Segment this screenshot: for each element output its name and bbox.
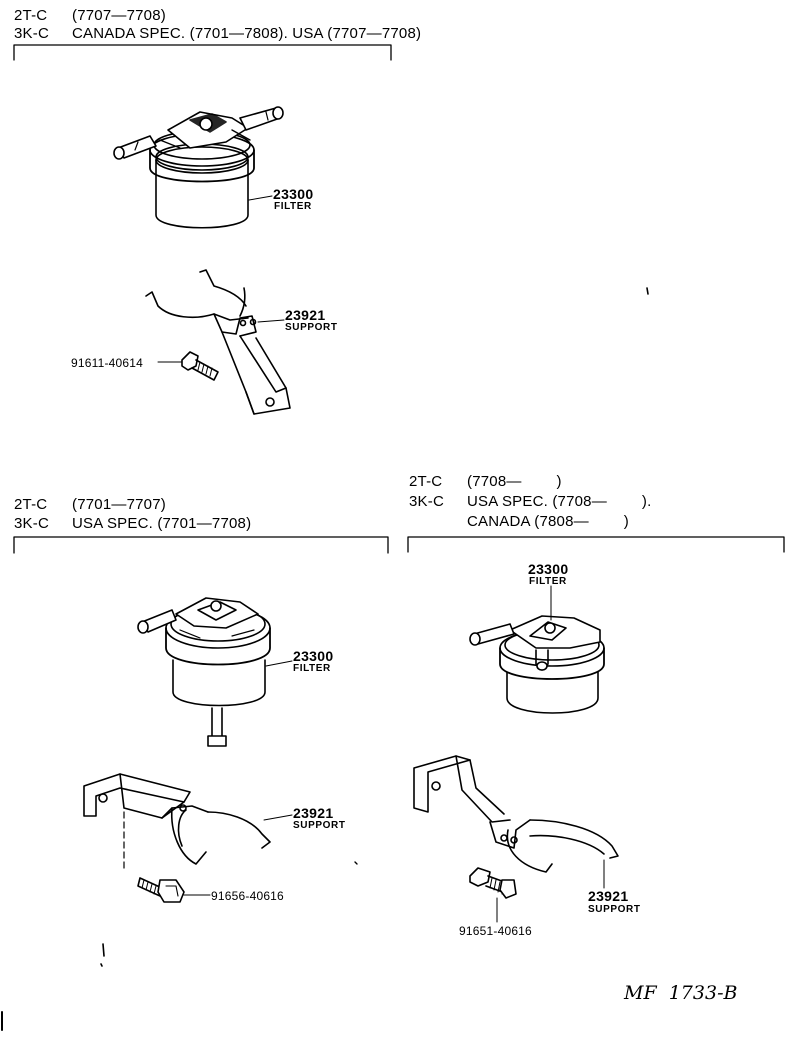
- br-spec-2: USA SPEC. (7708— ).: [467, 493, 652, 510]
- br-filter-label: FILTER: [529, 576, 567, 587]
- br-model-2: 3K-C: [409, 493, 444, 510]
- fuel-filter-bottom-left: [137, 597, 271, 747]
- scan-mark: [646, 287, 649, 295]
- tl-filter-leader: [248, 195, 273, 201]
- tl-support-label: SUPPORT: [285, 322, 338, 333]
- fuel-filter-top-left: [113, 106, 284, 229]
- bl-support-leader: [263, 814, 293, 821]
- tl-model-1: 2T-C: [14, 7, 48, 24]
- section-bracket-bottom-left: [13, 536, 389, 554]
- support-bracket-top-left: [145, 269, 291, 415]
- tl-bolt-number: 91611-40614: [71, 356, 144, 370]
- tl-spec-2: CANADA SPEC. (7701—7808). USA (7707—7708…: [72, 25, 422, 42]
- br-model-1: 2T-C: [409, 473, 443, 490]
- br-support-number: 23921: [588, 888, 629, 904]
- br-bolt-number: 91651-40616: [459, 924, 532, 938]
- br-support-label: SUPPORT: [588, 904, 641, 915]
- tl-support-number: 23921: [285, 307, 326, 323]
- tl-spec-1: (7707—7708): [72, 7, 166, 24]
- scan-mark: [100, 943, 105, 967]
- bl-support-label: SUPPORT: [293, 820, 346, 831]
- tl-filter-number: 23300: [273, 186, 314, 202]
- support-bracket-bottom-left: [83, 773, 271, 865]
- bl-filter-leader: [265, 660, 293, 667]
- bl-support-number: 23921: [293, 805, 334, 821]
- br-filter-number: 23300: [528, 561, 569, 577]
- figure-id: MF 1733-B: [624, 982, 738, 1004]
- bolt-top-left: [181, 351, 219, 381]
- tl-filter-label: FILTER: [274, 201, 312, 212]
- support-bracket-bottom-right: [413, 755, 619, 873]
- bl-filter-label: FILTER: [293, 663, 331, 674]
- br-spec-1: (7708— ): [467, 473, 562, 490]
- bl-bolt-number: 91656-40616: [211, 889, 284, 903]
- section-bracket-top-left: [13, 44, 392, 61]
- bl-spec-1: (7701—7707): [72, 496, 166, 513]
- scan-mark: [354, 861, 358, 865]
- bl-model-1: 2T-C: [14, 496, 48, 513]
- section-bracket-bottom-right: [407, 536, 785, 553]
- bolt-bottom-left: [137, 877, 185, 903]
- bl-spec-2: USA SPEC. (7701—7708): [72, 515, 252, 532]
- bolt-bottom-right: [469, 867, 517, 899]
- tl-model-2: 3K-C: [14, 25, 49, 42]
- br-spec-3: CANADA (7808— ): [467, 513, 629, 530]
- fuel-filter-bottom-right: [469, 615, 605, 714]
- tl-support-leader: [257, 319, 285, 323]
- bl-model-2: 3K-C: [14, 515, 49, 532]
- bl-filter-number: 23300: [293, 648, 334, 664]
